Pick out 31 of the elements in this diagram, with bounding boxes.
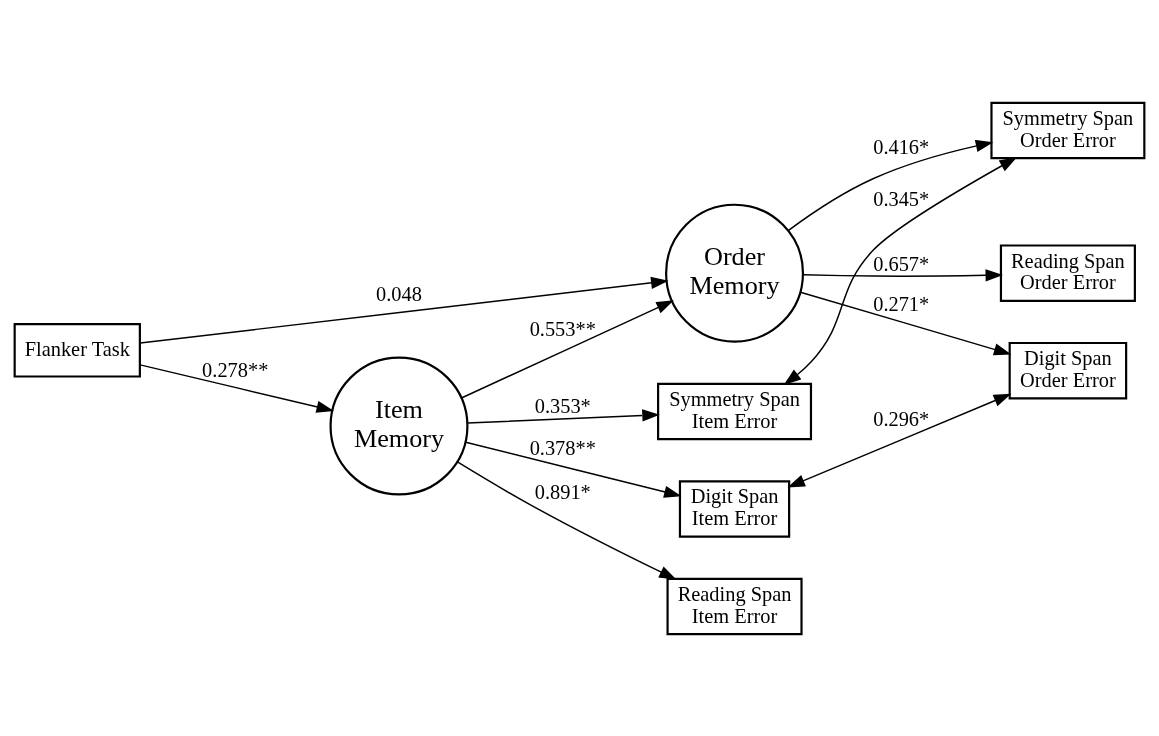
edge-label: 0.416* — [873, 135, 930, 158]
arrow — [783, 156, 1017, 385]
arrow — [139, 276, 669, 344]
arrow — [799, 290, 1012, 355]
node-box: Symmetry Span Order Error — [990, 101, 1146, 159]
arrow — [787, 139, 994, 231]
node-box: Digit Span Order Error — [1008, 341, 1128, 399]
edge-label: 0.657* — [873, 252, 930, 275]
node-box: Reading Span Order Error — [999, 243, 1136, 302]
edge-label: 0.278** — [202, 358, 269, 381]
arrow — [139, 363, 334, 413]
edge-label: 0.891* — [534, 480, 591, 503]
node-box: Reading Span Item Error — [666, 577, 803, 635]
node-circle: Item Memory — [329, 356, 469, 495]
arrow — [465, 441, 682, 498]
edge-label: 0.345* — [873, 187, 930, 210]
edge-label: 0.048 — [376, 282, 422, 305]
node-box: Digit Span Item Error — [678, 479, 791, 538]
edge-label: 0.553** — [529, 317, 596, 340]
edge-label: 0.271* — [873, 292, 930, 315]
node-box: Symmetry Span Item Error — [657, 382, 813, 440]
arrow — [457, 461, 677, 580]
arrow — [802, 268, 1004, 281]
node-circle: Order Memory — [665, 203, 805, 343]
arrow — [787, 393, 1012, 487]
arrow — [466, 408, 660, 424]
edge-label: 0.353* — [534, 394, 591, 417]
edge-label: 0.378** — [529, 436, 596, 459]
edge-label: 0.296* — [873, 407, 930, 430]
arrow — [460, 299, 674, 399]
node-box: Flanker Task — [13, 322, 141, 378]
